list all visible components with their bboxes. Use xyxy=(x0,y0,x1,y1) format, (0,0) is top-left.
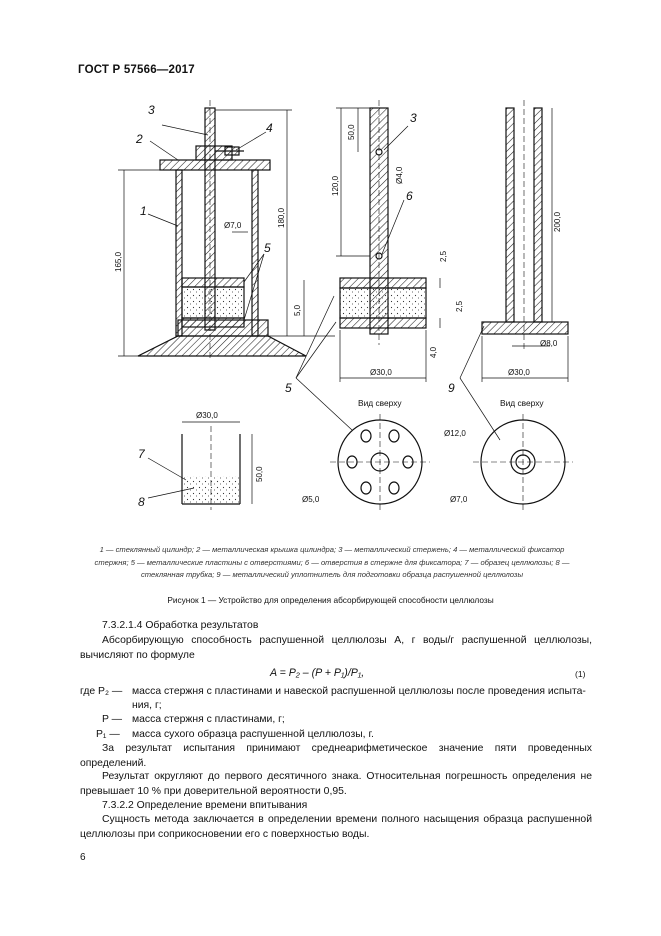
dim-165: 165,0 xyxy=(114,251,123,272)
dim-d4: Ø4,0 xyxy=(395,166,404,184)
document-header: ГОСТ Р 57566—2017 xyxy=(78,64,195,76)
callout-3b: 3 xyxy=(410,111,417,125)
dim-180: 180,0 xyxy=(277,207,286,228)
callout-5: 5 xyxy=(264,241,271,255)
dim-120: 120,0 xyxy=(331,175,340,196)
plate-top-view xyxy=(330,414,430,510)
callout-2: 2 xyxy=(135,132,143,146)
dim-50: 50,0 xyxy=(347,124,356,140)
where-def-p2-cont: ния, г; xyxy=(132,700,162,711)
apparatus-tube-view xyxy=(481,100,569,350)
dim-4: 4,0 xyxy=(429,346,438,358)
figure-caption: Рисунок 1 — Устройство для определения а… xyxy=(167,595,494,605)
where-def-p1: масса сухого образца распушенной целлюло… xyxy=(132,729,374,740)
dim-d7: Ø7,0 xyxy=(224,221,242,230)
dim-d30-rod: Ø30,0 xyxy=(370,368,392,377)
where-symbol-p2: где P₂ — xyxy=(80,686,123,697)
paragraph-formula-intro: Абсорбирующую способность распушенной це… xyxy=(80,635,592,661)
callout-6: 6 xyxy=(406,189,413,203)
paragraph-method: Сущность метода заключается в определени… xyxy=(80,814,592,840)
callout-1: 1 xyxy=(140,204,147,218)
apparatus-rod-view xyxy=(339,100,427,345)
page-number: 6 xyxy=(80,852,86,863)
callout-8: 8 xyxy=(138,495,145,509)
apparatus-assembly-view xyxy=(137,100,307,360)
section-heading-results: 7.3.2.1.4 Обработка результатов xyxy=(102,620,259,631)
dim-5: 5,0 xyxy=(293,304,302,316)
dim-d5: Ø5,0 xyxy=(302,495,320,504)
rod-dimensions xyxy=(336,107,441,382)
dim-50-glass: 50,0 xyxy=(255,466,264,482)
dim-2-5b: 2,5 xyxy=(455,300,464,312)
glass-tube-detail xyxy=(181,421,253,510)
formula-number: (1) xyxy=(575,669,586,679)
paragraph-rounding: Результат округляют до первого десятично… xyxy=(80,771,592,797)
dimension-texts: 165,0 180,0 5,0 Ø7,0 50,0 120,0 Ø4,0 2,5… xyxy=(114,124,562,504)
callout-7: 7 xyxy=(138,447,146,461)
top-view-label-seal: Вид сверху xyxy=(500,398,544,408)
callouts: 3 2 4 1 5 5 3 6 9 7 8 xyxy=(135,103,455,509)
dim-2-5a: 2,5 xyxy=(439,250,448,262)
dim-d8: Ø8,0 xyxy=(540,339,558,348)
seal-top-view xyxy=(473,414,573,510)
dim-d7-plate: Ø7,0 xyxy=(450,495,468,504)
callout-4: 4 xyxy=(266,121,273,135)
section-heading-absorption-time: 7.3.2.2 Определение времени впитывания xyxy=(102,800,308,811)
where-def-p: масса стержня с пластинами, г; xyxy=(132,714,285,725)
formula: A = P₂ – (P + P₁)/P₁, xyxy=(270,667,365,679)
top-view-label-plate: Вид сверху xyxy=(358,398,402,408)
assembly-dimensions xyxy=(118,109,335,357)
paragraph-average: За результат испытания принимают среднеа… xyxy=(80,743,592,769)
figure-apparatus: 3 2 4 1 5 5 3 6 9 7 8 165,0 180,0 5,0 Ø7… xyxy=(114,100,573,510)
leader-lines xyxy=(147,124,501,499)
tube-dimensions xyxy=(481,108,569,382)
dim-d30-tube: Ø30,0 xyxy=(508,368,530,377)
dim-200: 200,0 xyxy=(553,211,562,232)
where-def-p2: масса стержня с пластинами и навеской ра… xyxy=(132,686,586,697)
where-symbol-p1: P₁ — xyxy=(96,729,120,740)
callout-9: 9 xyxy=(448,381,455,395)
dim-d12: Ø12,0 xyxy=(444,429,466,438)
callout-5b: 5 xyxy=(285,381,292,395)
where-symbol-p: P — xyxy=(102,714,123,725)
figure-legend: 1 — стеклянный цилиндр; 2 — металлическа… xyxy=(94,545,570,579)
callout-3: 3 xyxy=(148,103,155,117)
dim-d30-glass: Ø30,0 xyxy=(196,411,218,420)
